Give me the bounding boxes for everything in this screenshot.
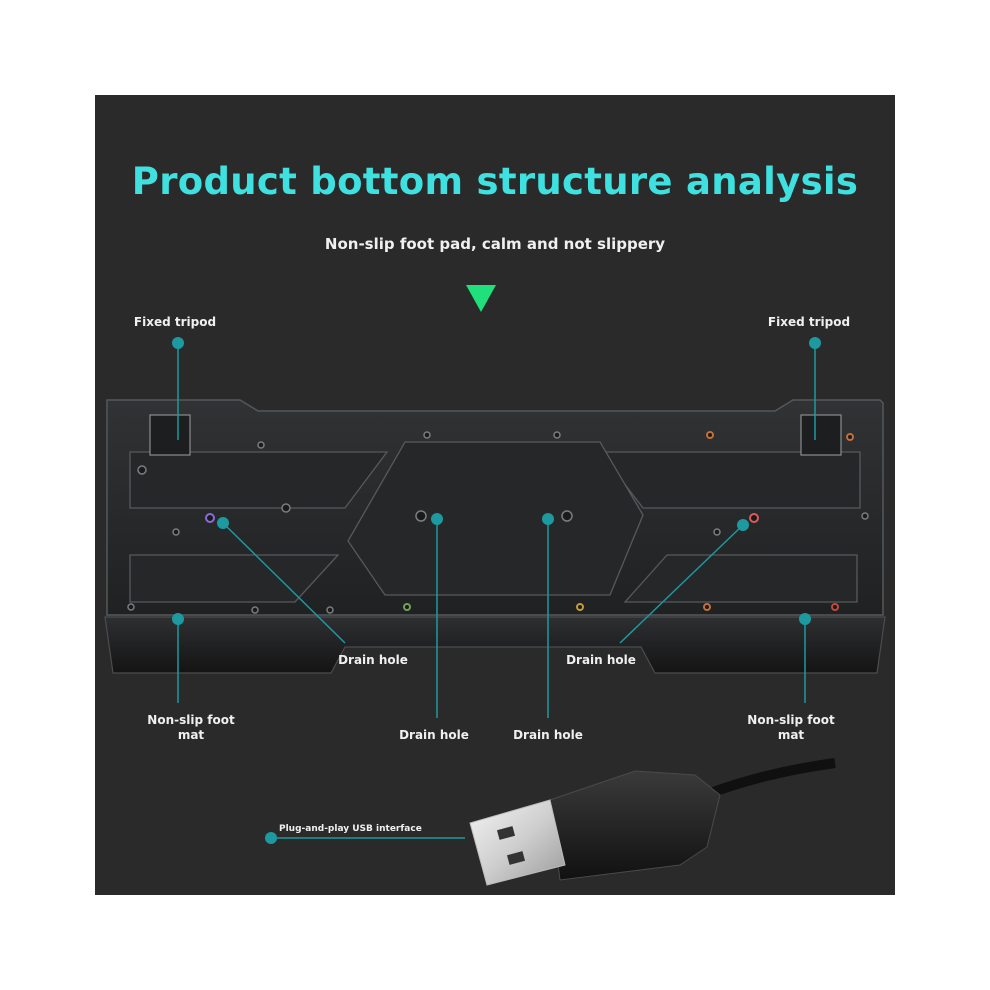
tripod-right — [800, 414, 842, 456]
label-usb: Plug-and-play USB interface — [279, 824, 422, 834]
callout-lines — [177, 343, 816, 839]
label-fixed-tripod-left: Fixed tripod — [133, 315, 217, 329]
keyboard-bottom — [104, 399, 886, 674]
tripod-left — [149, 414, 191, 456]
label-foot-mat-right: Non-slip foot mat — [747, 713, 835, 742]
down-triangle-icon — [466, 285, 496, 312]
label-drain-hole-4: Drain hole — [566, 653, 636, 667]
callout-dots — [172, 337, 821, 844]
label-drain-hole-3: Drain hole — [513, 728, 583, 742]
label-drain-hole-1: Drain hole — [338, 653, 408, 667]
illustration — [104, 285, 886, 886]
product-panel: Product bottom structure analysis Non-sl… — [95, 95, 895, 895]
label-foot-mat-left: Non-slip foot mat — [147, 713, 235, 742]
page-title: Product bottom structure analysis — [131, 160, 859, 203]
page-subtitle: Non-slip foot pad, calm and not slippery — [324, 235, 666, 253]
usb-connector-icon — [469, 758, 836, 886]
label-fixed-tripod-right: Fixed tripod — [767, 315, 851, 329]
label-drain-hole-2: Drain hole — [399, 728, 469, 742]
